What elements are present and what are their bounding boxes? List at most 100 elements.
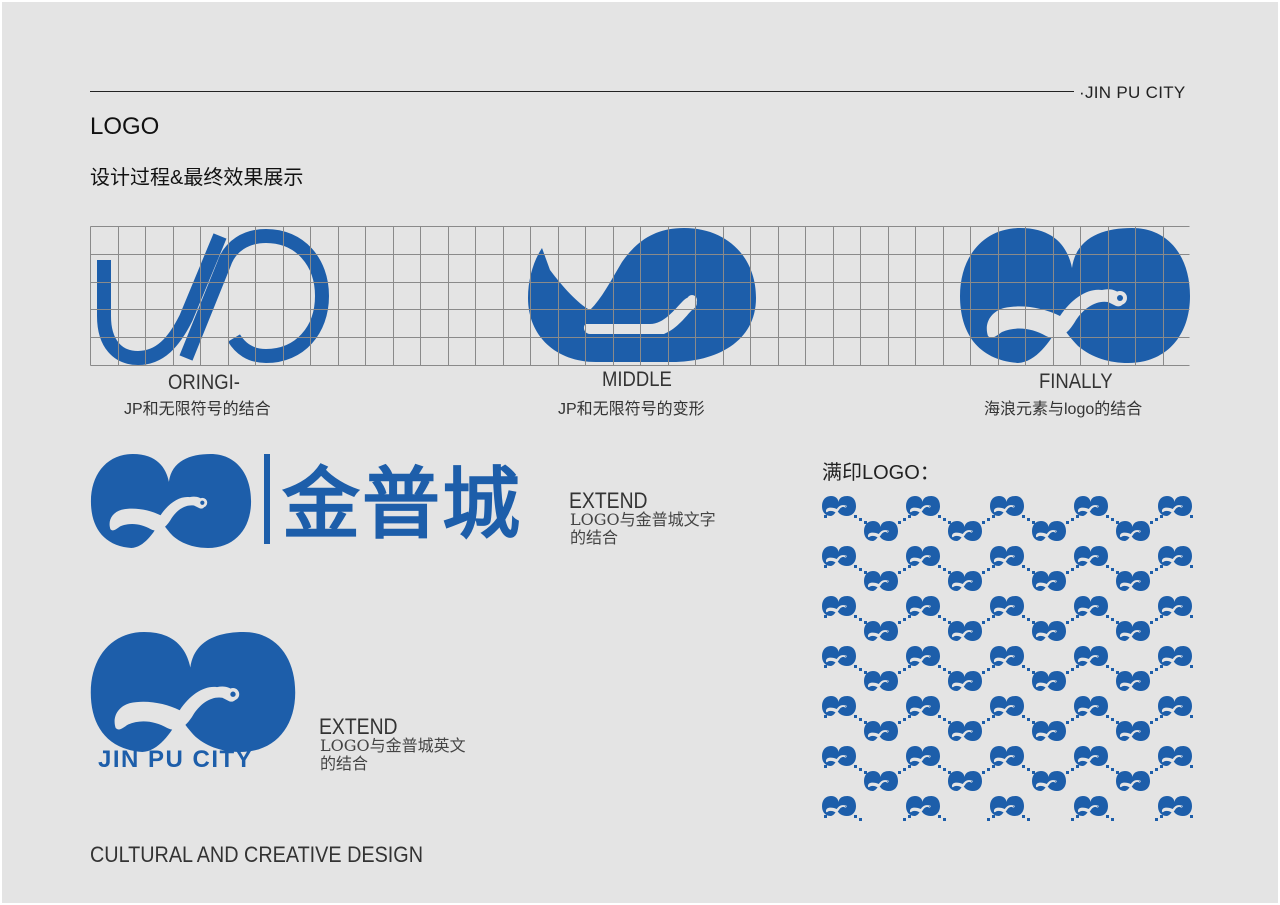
pattern-dot <box>1116 521 1119 524</box>
pattern-dot <box>1111 518 1114 521</box>
pattern-logo <box>948 771 982 791</box>
pattern-dot <box>948 671 951 674</box>
pattern-dot <box>908 515 911 518</box>
pattern-dot <box>1150 721 1153 724</box>
pattern-logo <box>906 696 940 716</box>
pattern-dot <box>1076 815 1079 818</box>
pattern-dot <box>824 615 827 618</box>
pattern-dot <box>1106 815 1109 818</box>
pattern-dot <box>824 565 827 568</box>
stage-final-subtitle: 海浪元素与logo的结合 <box>984 401 1143 418</box>
pattern-dot <box>1155 518 1158 521</box>
pattern-dot <box>903 518 906 521</box>
pattern-dot <box>1071 568 1074 571</box>
pattern-dot <box>898 571 901 574</box>
pattern-dot <box>903 818 906 821</box>
pattern-dot <box>824 515 827 518</box>
pattern-dot <box>982 671 985 674</box>
pattern-dot <box>1116 671 1119 674</box>
pattern-dot <box>1190 715 1193 718</box>
pattern-dot <box>987 818 990 821</box>
pattern-logo <box>1116 521 1150 541</box>
pattern-logo <box>1158 796 1192 816</box>
pattern-dot <box>864 721 867 724</box>
pattern-dot <box>987 618 990 621</box>
pattern-dot <box>1022 565 1025 568</box>
pattern-dot <box>1106 715 1109 718</box>
pattern-dot <box>1116 771 1119 774</box>
pattern-dot <box>1111 818 1114 821</box>
pattern-dot <box>854 665 857 668</box>
header-rule <box>90 91 1074 92</box>
pattern-dot <box>859 518 862 521</box>
pattern-dot <box>1150 521 1153 524</box>
pattern-dot <box>1150 571 1153 574</box>
pattern-dot <box>859 818 862 821</box>
pattern-logo <box>1074 696 1108 716</box>
pattern-logo <box>1074 596 1108 616</box>
pattern-dot <box>908 665 911 668</box>
pattern-dot <box>1155 618 1158 621</box>
pattern-dot <box>1155 818 1158 821</box>
pattern-dot <box>1066 721 1069 724</box>
pattern-logo <box>990 596 1024 616</box>
pattern-dot <box>938 665 941 668</box>
pattern-dot <box>938 565 941 568</box>
pattern-logo <box>1032 571 1066 591</box>
pattern-dot <box>854 765 857 768</box>
pattern-dot <box>859 768 862 771</box>
pattern-dot <box>903 768 906 771</box>
pattern-dot <box>948 771 951 774</box>
pattern-dot <box>1027 668 1030 671</box>
pattern-dot <box>1022 715 1025 718</box>
pattern-dot <box>987 768 990 771</box>
pattern-dot <box>948 571 951 574</box>
pattern-logo <box>864 521 898 541</box>
pattern-logo <box>1032 621 1066 641</box>
pattern-dot <box>992 565 995 568</box>
pattern-logo <box>822 546 856 566</box>
pattern-dot <box>1022 665 1025 668</box>
stage-middle-subtitle: JP和无限符号的变形 <box>558 401 705 418</box>
pattern-logo <box>990 796 1024 816</box>
pattern-dot <box>982 621 985 624</box>
footer-text: CULTURAL AND CREATIVE DESIGN <box>90 842 423 867</box>
stage-original-logo <box>97 228 330 366</box>
pattern-logo <box>822 646 856 666</box>
pattern-dot <box>903 718 906 721</box>
pattern-dot <box>992 815 995 818</box>
pattern-dot <box>1160 515 1163 518</box>
pattern-logo <box>864 771 898 791</box>
pattern-dot <box>1032 621 1035 624</box>
pattern-dot <box>1106 665 1109 668</box>
pattern-dot <box>824 715 827 718</box>
pattern-dot <box>992 765 995 768</box>
pattern-logo <box>948 671 982 691</box>
pattern-dot <box>824 665 827 668</box>
stage-final-logo <box>960 228 1190 363</box>
pattern-logo <box>948 621 982 641</box>
pattern-dot <box>903 618 906 621</box>
horizontal-extend-title: EXTEND <box>569 488 648 513</box>
pattern-dot <box>1155 768 1158 771</box>
pattern-dot <box>1111 568 1114 571</box>
pattern-dot <box>943 568 946 571</box>
pattern-dot <box>1116 721 1119 724</box>
pattern-logo <box>1074 546 1108 566</box>
pattern-title: 满印LOGO： <box>822 462 940 484</box>
english-brand-name: JIN PU CITY <box>98 746 254 773</box>
pattern-logo <box>990 746 1024 766</box>
pattern-dot <box>938 615 941 618</box>
pattern-logo <box>990 546 1024 566</box>
pattern-logo <box>864 621 898 641</box>
pattern-dot <box>903 568 906 571</box>
pattern-dot <box>1190 815 1193 818</box>
pattern-dot <box>1111 718 1114 721</box>
pattern-dot <box>1111 618 1114 621</box>
pattern-logo <box>990 646 1024 666</box>
pattern-dot <box>943 818 946 821</box>
pattern-dot <box>1150 621 1153 624</box>
pattern-dot <box>987 668 990 671</box>
pattern-dot <box>1111 768 1114 771</box>
